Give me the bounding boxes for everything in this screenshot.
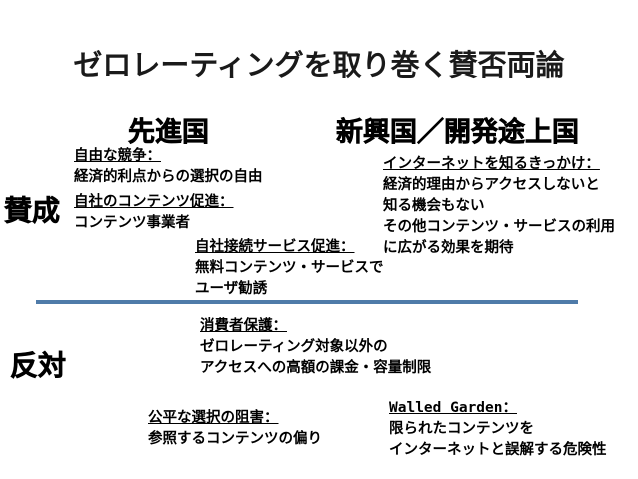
block-own-content: 自社のコンテンツ促進： コンテンツ事業者 xyxy=(74,192,234,234)
block-line: 経済的利点からの選択の自由 xyxy=(74,169,263,185)
column-header-emerging: 新興国／開発途上国 xyxy=(336,117,580,149)
row-label-con: 反対 xyxy=(10,349,67,383)
block-line: インターネットと誤解する危険性 xyxy=(389,442,607,458)
block-heading: 自社のコンテンツ促進： xyxy=(74,194,234,210)
block-free-competition: 自由な競争： 経済的利点からの選択の自由 xyxy=(74,146,263,188)
block-line: 知る機会もない xyxy=(383,198,485,214)
block-line: コンテンツ事業者 xyxy=(74,215,190,231)
block-fair-choice: 公平な選択の阻害： 参照するコンテンツの偏り xyxy=(148,408,322,450)
block-line: 無料コンテンツ・サービスで xyxy=(195,260,384,276)
row-label-pro: 賛成 xyxy=(4,194,61,228)
block-heading: 消費者保護： xyxy=(200,318,287,334)
block-line: 限られたコンテンツを xyxy=(389,421,534,437)
block-walled-garden: Walled Garden： 限られたコンテンツを インターネットと誤解する危険… xyxy=(389,398,607,461)
block-consumer-protection: 消費者保護： ゼロレーティング対象以外の アクセスへの高額の課金・容量制限 xyxy=(200,316,431,379)
block-line: アクセスへの高額の課金・容量制限 xyxy=(200,360,432,376)
block-heading: 自社接続サービス促進： xyxy=(195,239,355,255)
block-heading: Walled Garden： xyxy=(389,400,517,416)
slide-title: ゼロレーティングを取り巻く賛否両論 xyxy=(73,48,565,82)
block-line: 参照するコンテンツの偏り xyxy=(148,431,322,447)
block-line: 経済的理由からアクセスしないと xyxy=(383,177,600,193)
column-header-developed: 先進国 xyxy=(128,117,210,149)
block-own-access: 自社接続サービス促進： 無料コンテンツ・サービスで ユーザ勧誘 xyxy=(195,237,384,300)
block-heading: 公平な選択の阻害： xyxy=(148,410,279,426)
pro-con-divider xyxy=(36,300,578,304)
block-heading: インターネットを知るきっかけ： xyxy=(383,156,600,172)
block-line: に広がる効果を期待 xyxy=(383,240,514,256)
block-heading: 自由な競争： xyxy=(74,148,161,164)
block-line: その他コンテンツ・サービスの利用 xyxy=(383,219,615,235)
block-internet-trigger: インターネットを知るきっかけ： 経済的理由からアクセスしないと 知る機会もない … xyxy=(383,154,615,259)
block-line: ユーザ勧誘 xyxy=(195,281,268,297)
block-line: ゼロレーティング対象以外の xyxy=(200,339,388,355)
